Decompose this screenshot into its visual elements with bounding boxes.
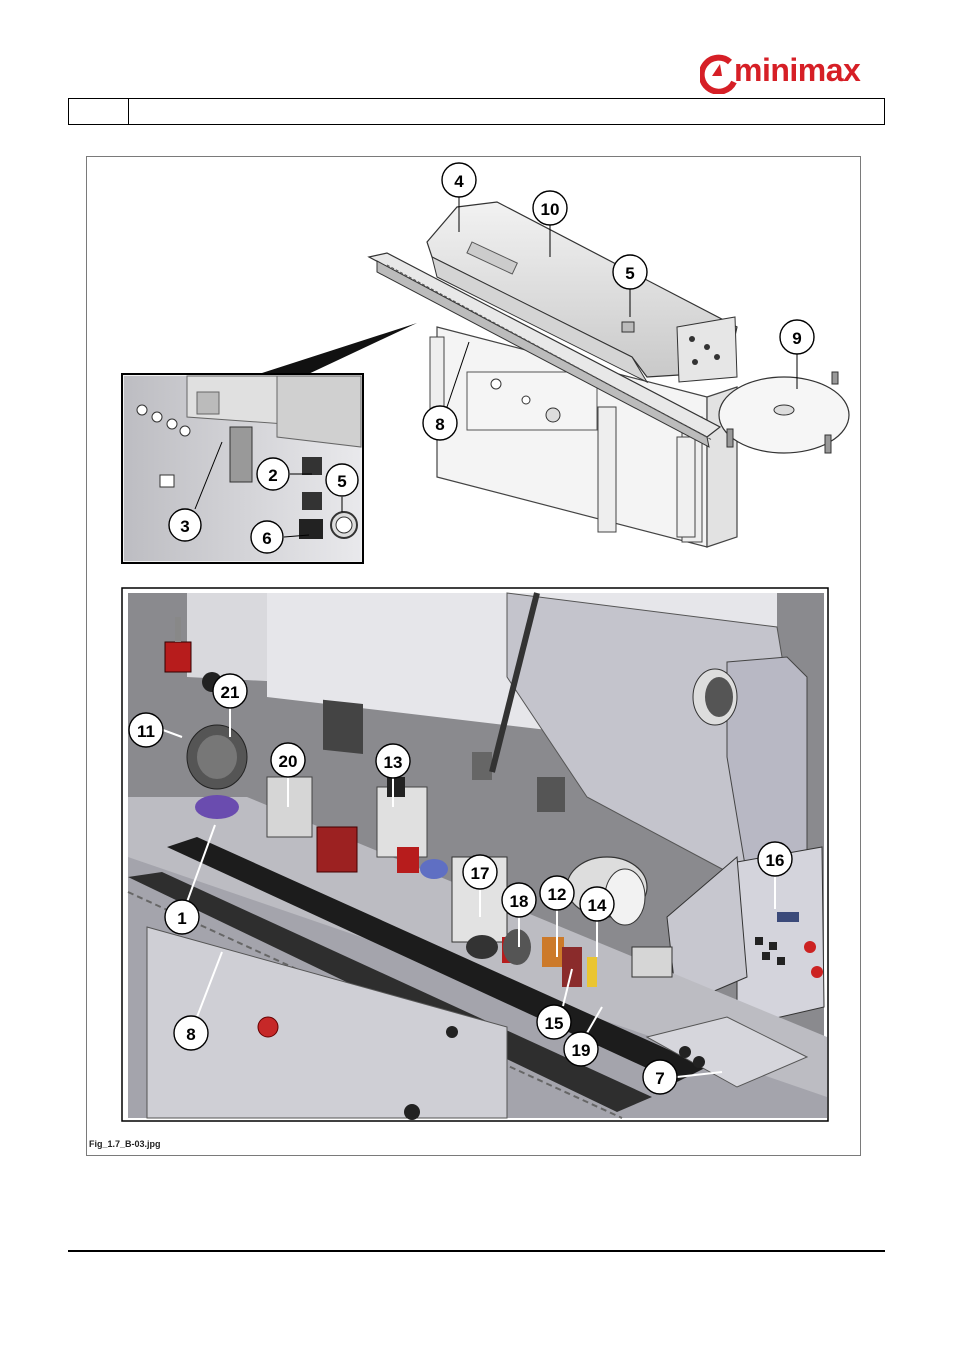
header-cell-section <box>69 99 129 124</box>
brand-logo: minimax <box>700 54 885 96</box>
svg-text:11: 11 <box>137 722 155 741</box>
machine-figure: 4 10 5 9 8 <box>86 156 861 1156</box>
svg-text:15: 15 <box>545 1014 564 1033</box>
minimax-logo-icon <box>700 54 738 94</box>
svg-text:16: 16 <box>766 851 785 870</box>
svg-text:14: 14 <box>588 896 607 915</box>
svg-text:2: 2 <box>268 466 277 485</box>
svg-text:9: 9 <box>792 329 801 348</box>
inset-detail <box>122 374 363 563</box>
svg-text:5: 5 <box>337 472 346 491</box>
svg-text:8: 8 <box>186 1025 195 1044</box>
svg-text:1: 1 <box>177 909 186 928</box>
bottom-machine-rendering <box>122 588 828 1121</box>
svg-text:21: 21 <box>221 683 240 702</box>
svg-text:10: 10 <box>541 200 560 219</box>
svg-text:12: 12 <box>548 885 567 904</box>
svg-text:20: 20 <box>279 752 298 771</box>
svg-text:17: 17 <box>471 864 490 883</box>
machine-illustration: 4 10 5 9 8 <box>87 157 860 1155</box>
svg-text:6: 6 <box>262 529 271 548</box>
header-table <box>68 98 885 125</box>
footer-rule <box>68 1250 885 1252</box>
svg-text:7: 7 <box>655 1069 664 1088</box>
svg-text:18: 18 <box>510 892 529 911</box>
svg-text:5: 5 <box>625 264 634 283</box>
svg-text:19: 19 <box>572 1041 591 1060</box>
svg-text:8: 8 <box>435 415 444 434</box>
svg-text:3: 3 <box>180 517 189 536</box>
brand-name: minimax <box>734 52 860 89</box>
figure-caption: Fig_1.7_B-03.jpg <box>89 1139 161 1149</box>
svg-text:13: 13 <box>384 753 403 772</box>
svg-text:4: 4 <box>454 172 464 191</box>
